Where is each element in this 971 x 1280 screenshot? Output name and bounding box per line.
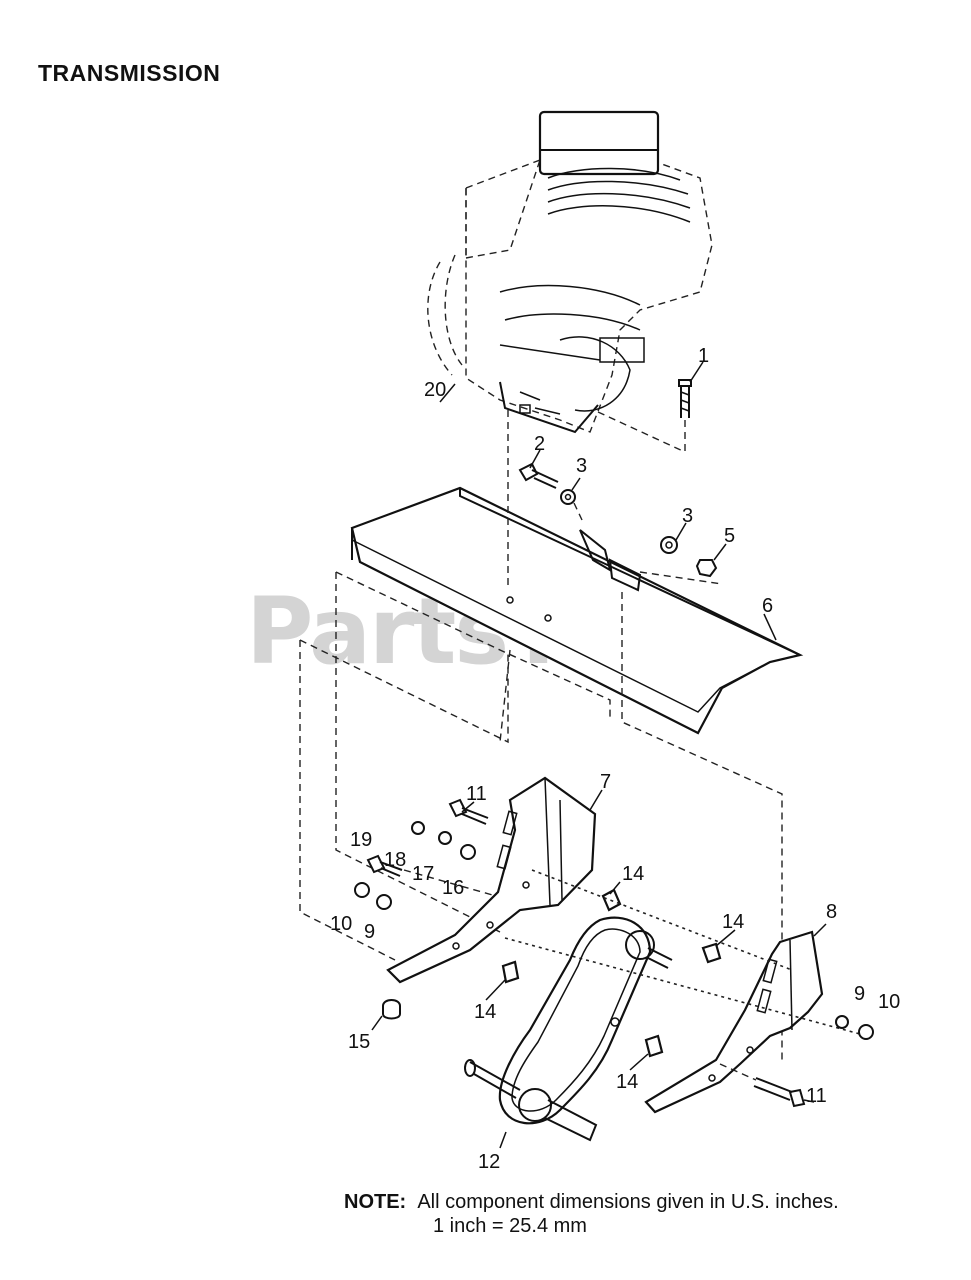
note-line-1: All component dimensions given in U.S. i… bbox=[417, 1191, 839, 1213]
callout-labels: 1 2 3 3 5 6 7 8 9 9 10 10 11 11 12 14 14… bbox=[330, 345, 900, 1173]
callout-6: 6 bbox=[762, 595, 773, 617]
callout-10-left: 10 bbox=[330, 913, 352, 935]
callout-15: 15 bbox=[348, 1031, 370, 1053]
tine-shield bbox=[350, 486, 804, 735]
callout-16: 16 bbox=[442, 877, 464, 899]
assembly-lines bbox=[299, 410, 783, 1060]
washer-3-nut-5 bbox=[639, 536, 723, 585]
callout-14-d: 14 bbox=[616, 1071, 638, 1093]
leader-lines bbox=[371, 361, 827, 1149]
callout-7: 7 bbox=[600, 771, 611, 793]
note-line-2: 1 inch = 25.4 mm bbox=[433, 1215, 587, 1237]
right-hardware bbox=[719, 1015, 874, 1108]
callout-17: 17 bbox=[412, 863, 434, 885]
callout-3-left: 3 bbox=[576, 455, 587, 477]
callout-3-right: 3 bbox=[682, 505, 693, 527]
callout-10-right: 10 bbox=[878, 991, 900, 1013]
note-lead: NOTE: bbox=[344, 1191, 407, 1213]
callout-20: 20 bbox=[424, 379, 446, 401]
diagram-title: TRANSMISSION bbox=[38, 60, 221, 86]
callout-5: 5 bbox=[724, 525, 735, 547]
dimension-note: NOTE: All component dimensions given in … bbox=[344, 1190, 839, 1238]
engine bbox=[427, 110, 713, 434]
bolt-2 bbox=[518, 462, 583, 521]
left-housing-bracket bbox=[386, 776, 597, 984]
callout-19: 19 bbox=[350, 829, 372, 851]
callout-14-a: 14 bbox=[622, 863, 644, 885]
spacers bbox=[501, 869, 861, 1058]
transmission-housing bbox=[464, 916, 673, 1142]
callout-9-left: 9 bbox=[364, 921, 375, 943]
bolt-1 bbox=[597, 379, 692, 455]
left-hardware bbox=[354, 798, 497, 1020]
callout-9-right: 9 bbox=[854, 983, 865, 1005]
callout-2: 2 bbox=[534, 433, 545, 455]
right-housing-bracket bbox=[644, 930, 824, 1114]
callout-14-c: 14 bbox=[474, 1001, 496, 1023]
callout-11-bottom: 11 bbox=[806, 1085, 827, 1107]
engine-air-filter bbox=[538, 110, 660, 176]
callout-12: 12 bbox=[478, 1151, 500, 1173]
callout-18: 18 bbox=[384, 849, 406, 871]
callout-11-top: 11 bbox=[466, 783, 487, 805]
callout-8: 8 bbox=[826, 901, 837, 923]
callout-14-b: 14 bbox=[722, 911, 744, 933]
callout-1: 1 bbox=[698, 345, 709, 367]
